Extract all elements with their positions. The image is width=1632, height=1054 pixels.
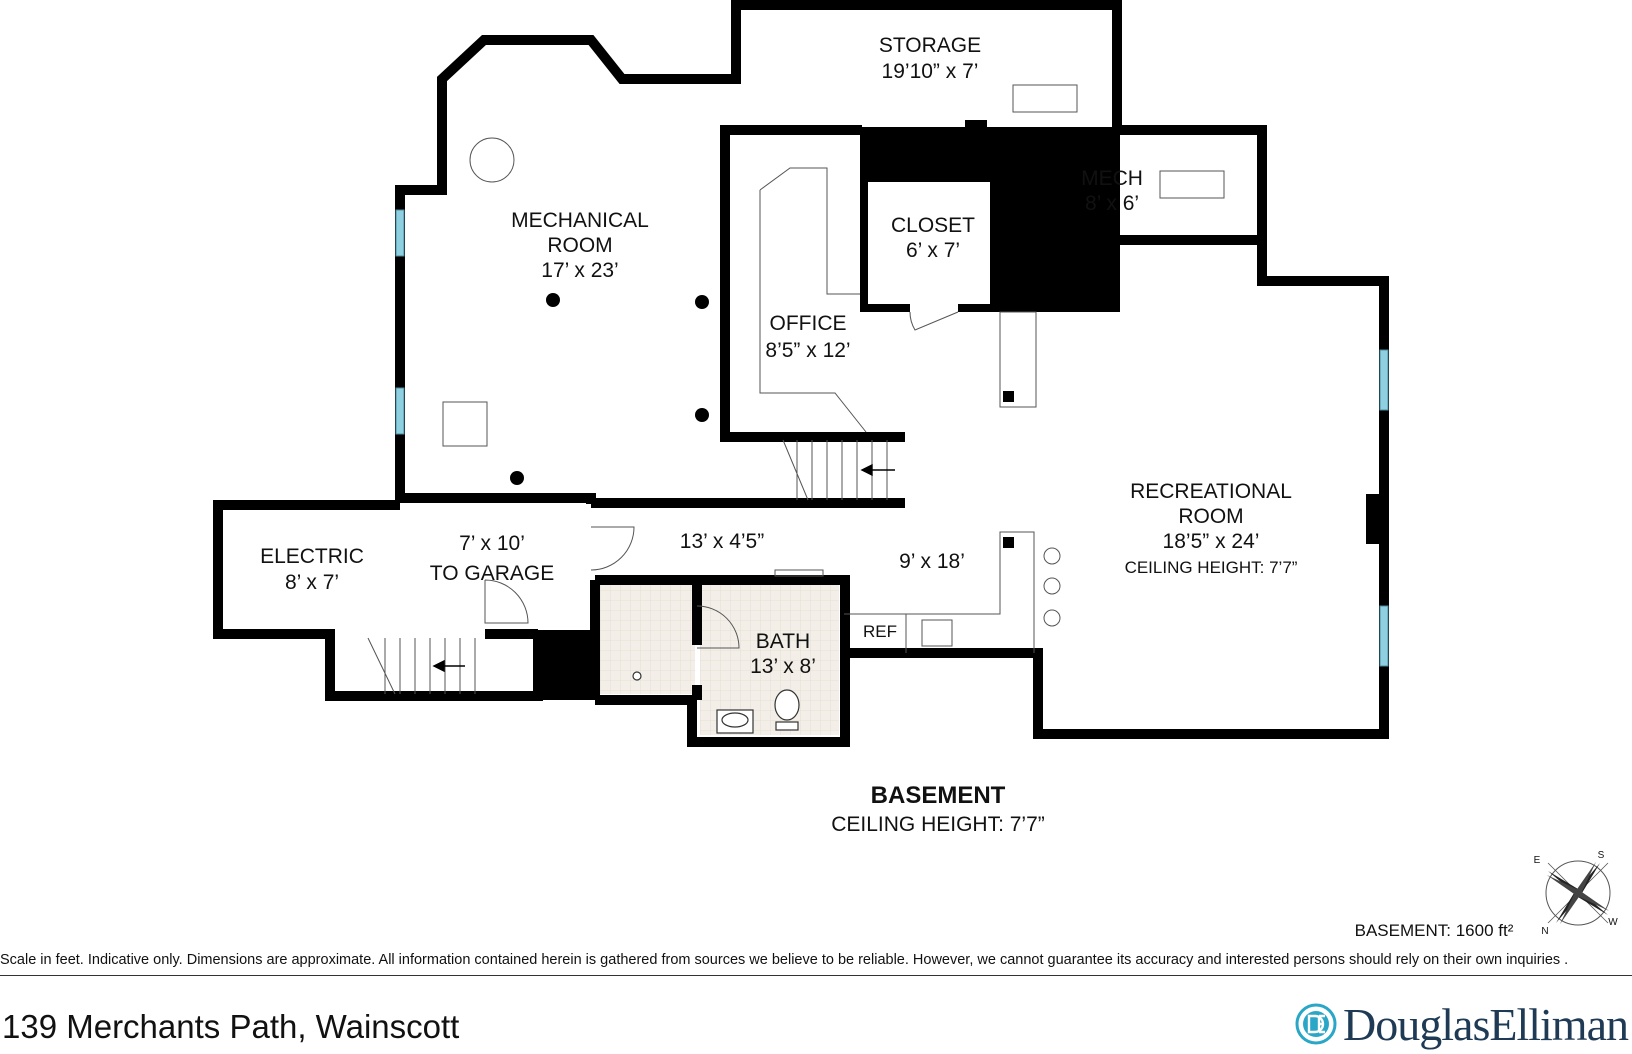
recreational-room-name-1: RECREATIONAL [1130,480,1292,503]
toilet-icon [774,689,800,721]
mech-dims: 8’ x 6’ [1085,192,1139,215]
bath-name: BATH [756,630,810,653]
mech-unit-icon [1159,170,1225,199]
garage-passage-name: TO GARAGE [430,562,554,585]
office-name: OFFICE [770,312,847,335]
recreational-room-ceiling: CEILING HEIGHT: 7’7” [1125,558,1298,577]
stairs-office [782,439,888,501]
brand-logo: DouglasElliman [1295,998,1629,1050]
recreational-room-dims: 18’5” x 24’ [1163,530,1260,553]
columns [510,293,1014,548]
mechanical-room-name-2: ROOM [547,234,612,257]
column-box [999,311,1037,408]
office-desk [759,167,860,295]
door-swing [909,311,959,331]
floor-ceiling-height: CEILING HEIGHT: 7’7” [831,813,1045,836]
compass-east: E [1534,855,1541,866]
douglas-elliman-logo-icon [1295,1003,1337,1045]
bath-dims: 13’ x 8’ [750,655,816,678]
door-swing [484,579,529,624]
office-dims: 8’5” x 12’ [765,339,850,362]
closet-name: CLOSET [891,214,975,237]
towel-bar [774,569,824,577]
compass-north: N [1541,926,1548,937]
storage-dims: 19’10” x 7’ [882,60,979,83]
storage-name: STORAGE [879,34,981,57]
sink-icon [921,619,953,647]
fixtures [367,84,1225,695]
brand-name: DouglasElliman [1343,998,1629,1050]
furnace-icon [442,401,488,447]
stool-icon [1043,609,1061,627]
bath-fixtures [632,671,800,734]
door-swing [696,605,740,649]
stool-icon [1043,577,1061,595]
kitchen-counter [844,531,1035,653]
floor-plan: STORAGE 19’10” x 7’ MECH 8’ x 6’ MECHANI… [213,0,1618,940]
kitchenette-dims: 9’ x 18’ [899,550,965,573]
compass-south: S [1598,850,1605,861]
mechanical-room-name-1: MECHANICAL [511,209,649,232]
mechanical-room-dims: 17’ x 23’ [541,259,618,282]
bath-floor-tile [595,583,695,694]
hall-dims: 13’ x 4’5” [680,530,764,553]
windows [395,209,1389,667]
stool-icon [1043,547,1061,565]
water-heater-icon [469,137,515,183]
compass-west: W [1608,917,1618,928]
storage-shelf-icon [1012,84,1078,113]
ref-label: REF [863,622,897,641]
electric-name: ELECTRIC [260,545,364,568]
structural-masses [533,120,1384,700]
closet-dims: 6’ x 7’ [906,239,960,262]
compass-icon [1545,860,1611,926]
stair-arrows [432,463,895,673]
property-address: 139 Merchants Path, Wainscott [2,1008,460,1045]
garage-passage-dims: 7’ x 10’ [459,532,525,555]
mech-name: MECH [1081,167,1143,190]
floor-title: BASEMENT [871,782,1006,809]
footer-divider [0,975,1632,976]
recreational-room-name-2: ROOM [1178,505,1243,528]
disclaimer: Scale in feet. Indicative only. Dimensio… [0,952,1569,968]
floor-area: BASEMENT: 1600 ft² [1355,921,1514,940]
electric-dims: 8’ x 7’ [285,571,339,594]
door-swing [590,526,635,571]
walls [213,0,1389,747]
shower-head-icon [632,671,642,681]
